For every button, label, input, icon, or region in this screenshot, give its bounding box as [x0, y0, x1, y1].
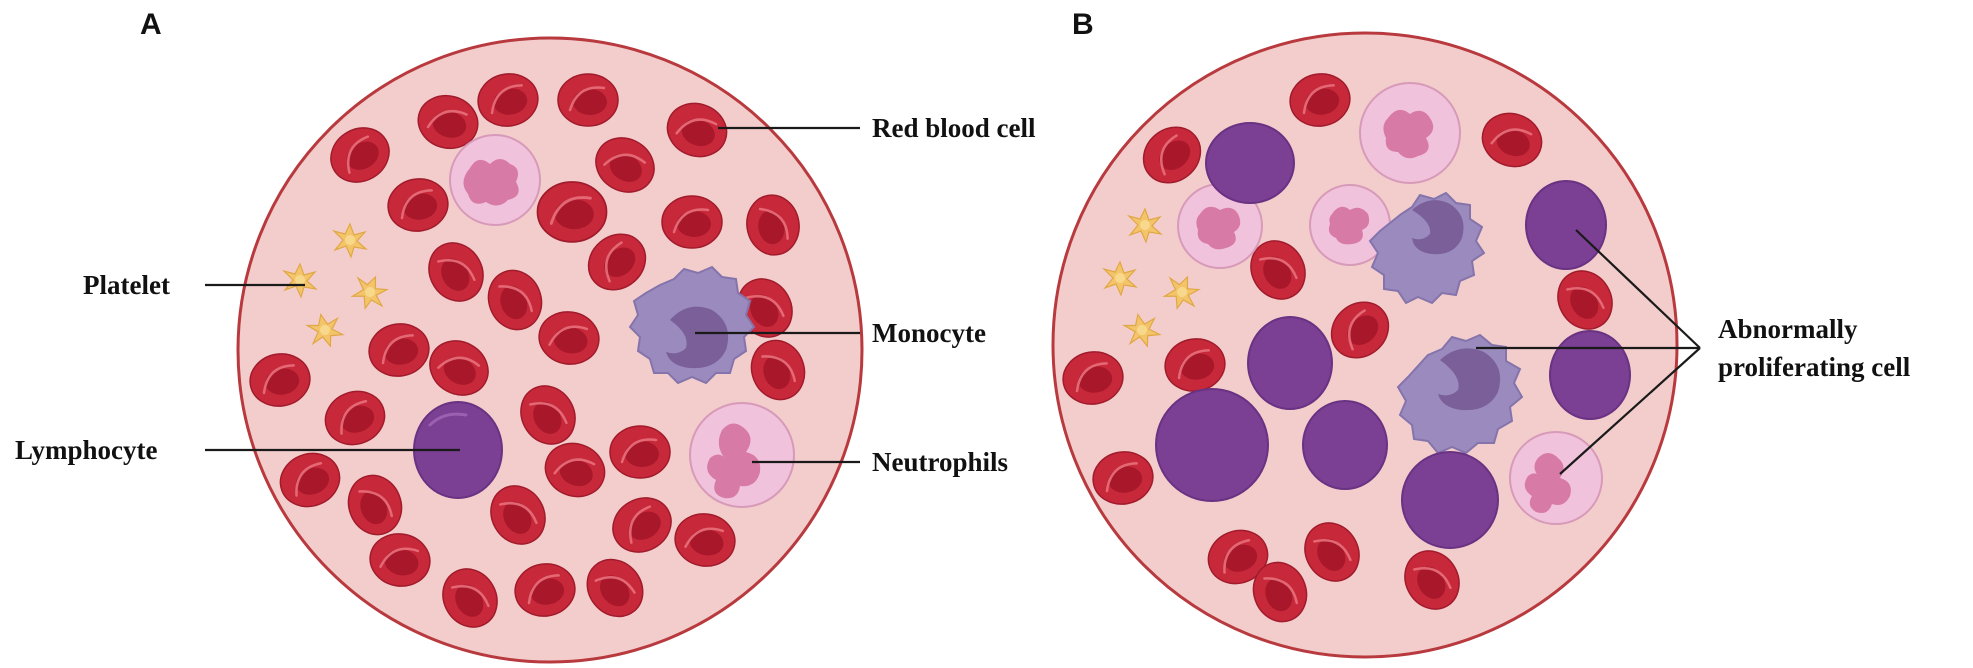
abnormal-cells-b: [1155, 122, 1631, 549]
label-abnormal-line1: Abnormally: [1718, 314, 1858, 344]
labels-a: Red blood cell Platelet Monocyte Lymphoc…: [15, 113, 1036, 477]
neutrophil-top-a: [449, 134, 541, 226]
label-platelet: Platelet: [83, 270, 170, 300]
panel-b: B: [1051, 8, 1911, 659]
panel-a: A: [15, 8, 1036, 664]
leader-line: [1575, 229, 1701, 349]
monocyte-a: [628, 265, 756, 385]
leader-line: [1559, 347, 1701, 475]
panel-letter-a: A: [140, 8, 162, 41]
label-red-blood-cell: Red blood cell: [872, 113, 1036, 143]
red-blood-cell: [660, 194, 724, 250]
panel-letter-b: B: [1072, 8, 1094, 41]
red-blood-cell: [536, 180, 608, 244]
red-blood-cell: [608, 424, 672, 480]
label-abnormal-line2: proliferating cell: [1718, 352, 1911, 382]
label-neutrophils: Neutrophils: [872, 447, 1008, 477]
labels-b: Abnormally proliferating cell: [1476, 229, 1911, 475]
red-blood-cell: [556, 72, 620, 128]
neutrophil-right-a: [689, 402, 795, 508]
label-lymphocyte: Lymphocyte: [15, 435, 158, 465]
neutrophils-b: [1177, 82, 1603, 525]
label-monocyte: Monocyte: [872, 318, 986, 348]
monocytes-b: [1368, 191, 1524, 455]
